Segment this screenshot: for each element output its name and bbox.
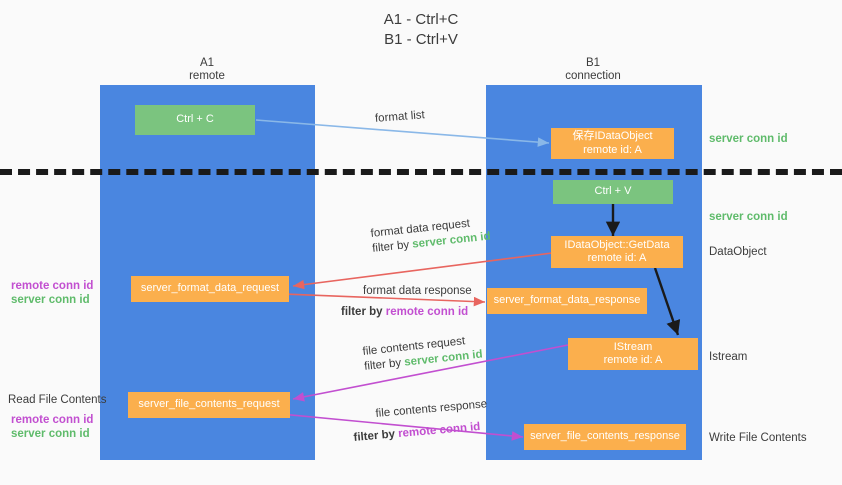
filter-by-text: filter by [371,238,413,255]
edge-label-format-data-response-line1: format data response [363,285,472,297]
box-istream[interactable]: IStream remote id: A [568,338,698,370]
annotation-istream: Istream [709,351,748,363]
edge-label-format-list: format list [374,109,426,125]
annotation-read-file-contents: Read File Contents [8,394,107,406]
annotation-server-conn-id-left-mid: server conn id [11,294,90,306]
filter-key-remote-conn-id: remote conn id [397,420,481,441]
edge-label-format-data-request: format data request filter by server con… [370,215,491,257]
box-server-file-contents-request[interactable]: server_file_contents_request [128,392,290,418]
box-ctrl-c[interactable]: Ctrl + C [135,105,255,135]
box-save-idataobject[interactable]: 保存IDataObject remote id: A [551,128,674,159]
box-server-format-data-request[interactable]: server_format_data_request [131,276,289,302]
edge-label-file-contents-request: file contents request filter by server c… [362,333,483,375]
annotation-server-conn-id-mid: server conn id [709,211,788,223]
filter-by-text: filter by [363,356,405,373]
filter-key-remote-conn-id: remote conn id [385,306,469,318]
box-idataobject-getdata[interactable]: IDataObject::GetData remote id: A [551,236,683,268]
column-header-b1: B1 connection [565,57,621,82]
annotation-dataobject: DataObject [709,246,767,258]
annotation-server-conn-id-top: server conn id [709,133,788,145]
edge-label-format-data-response-line2: filter by remote conn id [341,305,472,320]
edge-label-file-contents-response-line1: file contents response [375,398,488,420]
title-line-2: B1 - Ctrl+V [384,31,458,48]
annotation-write-file-contents: Write File Contents [709,432,807,444]
page-title: A1 - Ctrl+C B1 - Ctrl+V [0,10,842,50]
filter-by-text: filter by [353,428,399,444]
column-header-a1: A1 remote [189,57,225,82]
filter-by-text: filter by [341,306,386,318]
box-server-format-data-response[interactable]: server_format_data_response [487,288,647,314]
box-server-file-contents-response[interactable]: server_file_contents_response [524,424,686,450]
edge-label-file-contents-response-line2: filter by remote conn id [353,419,490,446]
annotation-remote-conn-id-bottom: remote conn id [11,414,94,426]
annotation-server-conn-id-left-bottom: server conn id [11,428,90,440]
dashed-separator [0,169,842,175]
annotation-remote-conn-id-mid: remote conn id [11,280,94,292]
edge-label-file-contents-response: file contents response filter by remote … [353,397,490,444]
box-ctrl-v[interactable]: Ctrl + V [553,180,673,204]
edge-label-format-data-response: format data response filter by remote co… [341,284,472,320]
title-line-1: A1 - Ctrl+C [383,11,459,28]
